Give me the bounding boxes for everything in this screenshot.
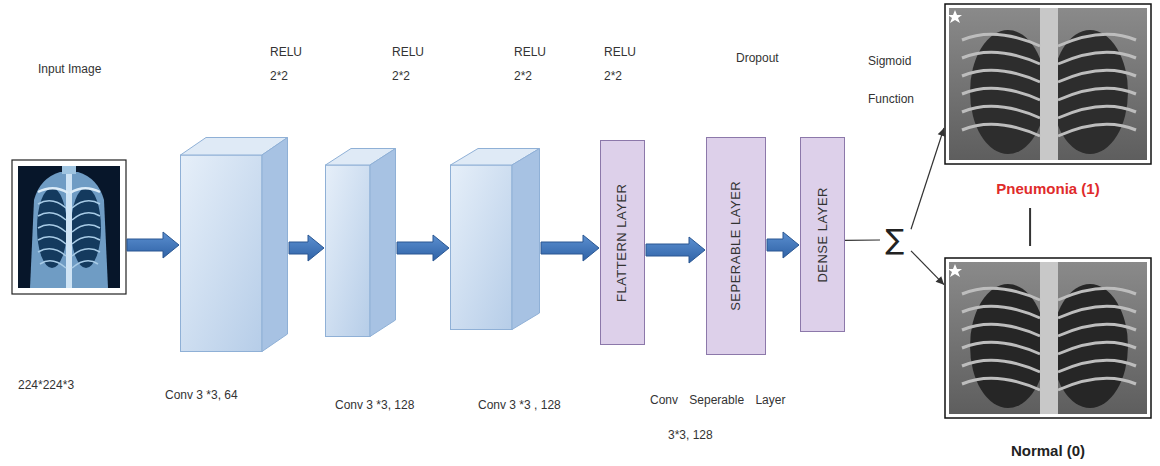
prism-front bbox=[326, 165, 371, 337]
output-xray bbox=[1052, 30, 1128, 154]
sum-sign: ∑ bbox=[886, 223, 905, 257]
image-box: Normal (0) bbox=[945, 258, 1151, 463]
caption: Conv 3 *3 , 128 bbox=[478, 398, 561, 412]
layer-box: DENSE LAYER bbox=[800, 137, 845, 332]
input-xray bbox=[12, 160, 126, 294]
input-xray bbox=[62, 166, 76, 174]
prism-side bbox=[262, 138, 288, 352]
prism-side bbox=[370, 149, 396, 337]
conv-prism bbox=[450, 148, 540, 330]
input-xray bbox=[18, 166, 120, 288]
prism-front bbox=[451, 165, 513, 330]
sum-symbol: ∑ bbox=[882, 222, 908, 258]
output-xray bbox=[962, 288, 1136, 390]
output-xray bbox=[970, 30, 1046, 154]
flow-arrow bbox=[767, 232, 799, 258]
output-xray bbox=[949, 8, 1147, 160]
annotation-label: RELU 2*2 bbox=[604, 40, 644, 88]
output-xray bbox=[945, 258, 1151, 418]
input-xray bbox=[30, 172, 108, 288]
conv-layer-box: Conv 3 *3 , 128 bbox=[450, 148, 540, 330]
output-xray bbox=[945, 4, 1151, 164]
flow-arrow bbox=[646, 237, 705, 263]
input-xray bbox=[38, 201, 100, 268]
annotation-label: Dropout bbox=[736, 51, 779, 65]
caption: Conv 3 *3, 128 bbox=[335, 398, 414, 412]
output-xray bbox=[945, 4, 1151, 164]
connector-line bbox=[911, 251, 944, 285]
caption: Normal (0) bbox=[945, 442, 1151, 460]
connector-line bbox=[911, 128, 944, 229]
flow-arrow bbox=[541, 235, 599, 261]
connector-line bbox=[845, 239, 880, 241]
image-box: Pneumonia (1) bbox=[945, 4, 1151, 204]
prism-side bbox=[512, 149, 540, 330]
conv-prism bbox=[180, 137, 288, 352]
conv-layer-box: Conv 3 *3, 64 bbox=[180, 137, 288, 352]
caption: 224*224*3 bbox=[18, 378, 74, 392]
output-xray bbox=[1040, 8, 1058, 160]
output-xray bbox=[948, 10, 962, 23]
arrow-head bbox=[938, 128, 946, 137]
annotation-label: RELU 2*2 bbox=[392, 40, 432, 88]
flow-arrow bbox=[289, 235, 324, 261]
annotation-label: Sigmoid Function bbox=[868, 42, 938, 118]
input-xray bbox=[12, 160, 126, 294]
annotation-label: Conv Seperable Layer bbox=[650, 393, 785, 407]
input-xray bbox=[37, 188, 67, 268]
output-xray bbox=[962, 34, 1136, 136]
output-xray bbox=[1052, 284, 1128, 408]
prism-front bbox=[181, 155, 263, 352]
output-xray bbox=[949, 262, 1147, 414]
annotation-label: RELU 2*2 bbox=[514, 40, 554, 88]
arrow-head bbox=[936, 276, 944, 285]
layer-box: SEPERABLE LAYER bbox=[706, 137, 766, 355]
input-xray bbox=[66, 172, 72, 288]
layer-box: FLATTERN LAYER bbox=[600, 140, 645, 345]
output-xray bbox=[948, 264, 962, 277]
annotation-label: RELU 2*2 bbox=[270, 40, 310, 88]
output-xray bbox=[1040, 262, 1058, 414]
flow-arrow bbox=[127, 232, 179, 258]
caption: Conv 3 *3, 64 bbox=[165, 388, 238, 402]
output-xray bbox=[970, 284, 1046, 408]
image-box: Input Image224*224*3 bbox=[12, 160, 126, 294]
connector-line bbox=[1029, 208, 1031, 246]
annotation-label: 3*3, 128 bbox=[668, 428, 713, 442]
flow-arrow bbox=[397, 235, 449, 261]
layer-name: SEPERABLE LAYER bbox=[728, 181, 744, 311]
caption: Pneumonia (1) bbox=[945, 180, 1151, 198]
input-xray bbox=[38, 188, 100, 193]
conv-prism bbox=[325, 148, 396, 337]
caption: Input Image bbox=[38, 62, 101, 76]
output-xray bbox=[945, 258, 1151, 418]
input-xray bbox=[71, 188, 101, 268]
layer-name: FLATTERN LAYER bbox=[615, 183, 631, 301]
layer-name: DENSE LAYER bbox=[815, 187, 831, 283]
conv-layer-box: Conv 3 *3, 128 bbox=[325, 148, 396, 337]
